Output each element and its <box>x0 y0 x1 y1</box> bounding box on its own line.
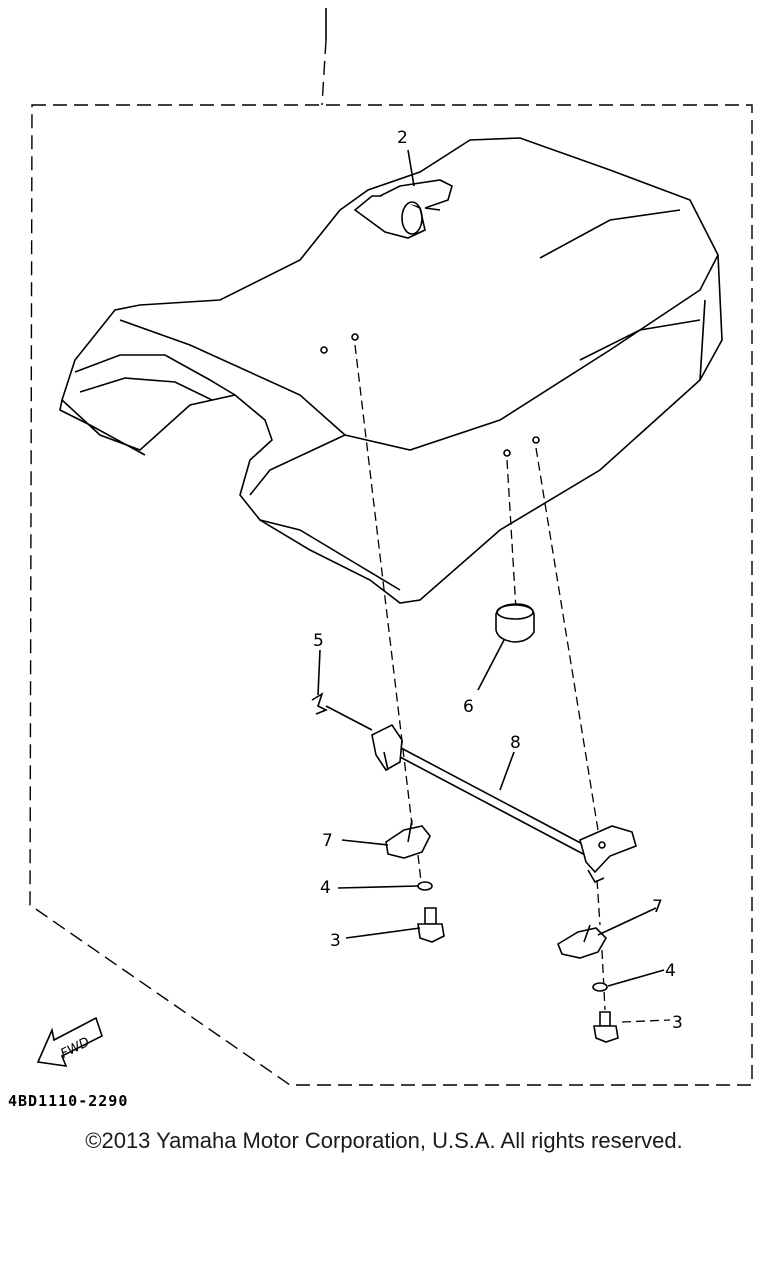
copyright-notice: ©2013 Yamaha Motor Corporation, U.S.A. A… <box>85 1128 683 1153</box>
fwd-label: FWD <box>58 1035 92 1062</box>
alignment-lines <box>354 344 606 1011</box>
clip <box>311 692 373 731</box>
bolt-right <box>593 1011 619 1043</box>
callout-4-right: 4 <box>665 961 676 981</box>
part-code: 4BD1110-2290 <box>8 1092 129 1110</box>
fwd-arrow-icon: FWD <box>36 1016 103 1067</box>
seat-exploded-diagram: 2 5 6 8 7 4 3 7 4 3 1 FWD <box>29 8 753 1086</box>
seat <box>59 137 723 604</box>
leader-lines <box>317 149 671 1023</box>
callout-2: 2 <box>397 128 408 148</box>
callout-7-left: 7 <box>322 831 333 851</box>
bracket-right <box>557 924 607 959</box>
bolt-left <box>417 907 445 943</box>
callout-5: 5 <box>313 631 324 651</box>
rod-lever-right <box>579 825 637 884</box>
assembly-boundary <box>29 8 753 1086</box>
callout-3-right: 3 <box>672 1013 683 1033</box>
callout-3-left: 3 <box>330 931 341 951</box>
seat-lock-knob <box>353 179 453 239</box>
callout-4-left: 4 <box>320 878 331 898</box>
callout-7-right: 7 <box>652 897 663 917</box>
seat-lock-rod <box>382 739 591 857</box>
washer-left <box>417 881 433 891</box>
callout-6: 6 <box>463 697 474 717</box>
callouts: 2 5 6 8 7 4 3 7 4 3 1 <box>313 128 683 1033</box>
callout-8: 8 <box>510 733 521 753</box>
rod-lever-left <box>371 723 403 772</box>
damper <box>495 603 535 643</box>
washer-right <box>592 982 608 992</box>
bracket-left <box>385 819 431 859</box>
